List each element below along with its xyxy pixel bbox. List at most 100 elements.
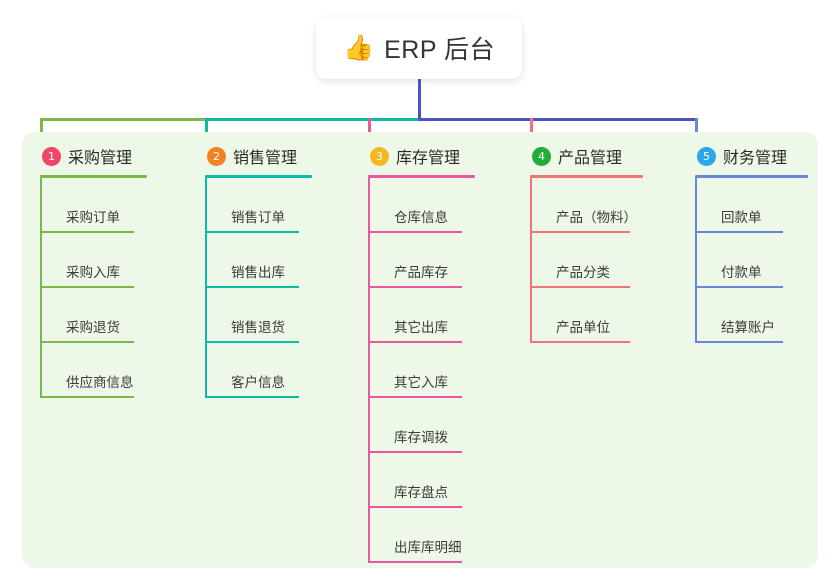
branch-header-1[interactable]: 1 采购管理 [40,144,147,168]
branch-item-label: 付款单 [721,265,762,280]
branches-panel [22,132,818,568]
bus-segment-2 [204,118,421,121]
root-node-card[interactable]: 👍 ERP 后台 [316,17,522,79]
branch-column-2: 2 销售管理销售订单销售出库销售退货客户信息 [205,144,312,398]
branch-item[interactable]: 库存盘点 [368,453,475,508]
branch-spine [40,178,42,398]
branch-spine [530,178,532,343]
branch-item[interactable]: 供应商信息 [40,343,147,398]
branch-item[interactable]: 客户信息 [205,343,312,398]
branch-item-label: 采购订单 [66,210,120,225]
drop-stub-1 [39,118,43,144]
branch-item[interactable]: 付款单 [695,233,808,288]
branch-spine [205,178,207,398]
branch-spine [368,178,370,563]
branch-item[interactable]: 采购入库 [40,233,147,288]
branch-item[interactable]: 销售退货 [205,288,312,343]
branch-item-rule [695,341,783,343]
branch-item-label: 产品单位 [556,320,610,335]
branch-item-label: 仓库信息 [394,210,448,225]
branch-title: 库存管理 [396,150,461,167]
branch-item-rule [368,451,462,453]
branch-item-rule [368,231,462,233]
branch-header-rule [40,175,147,178]
branch-item[interactable]: 产品（物料） [530,178,643,233]
branch-item-label: 产品库存 [394,265,448,280]
branch-item-label: 结算账户 [721,320,775,335]
branch-item-rule [40,286,134,288]
branch-spine [695,178,697,343]
branch-item-rule [205,286,299,288]
branch-item-rule [368,506,462,508]
branch-item[interactable]: 结算账户 [695,288,808,343]
bus-segment-1 [39,118,208,121]
branch-item-label: 产品（物料） [556,210,637,225]
branch-item-list: 回款单付款单结算账户 [695,178,808,343]
branch-header-2[interactable]: 2 销售管理 [205,144,312,168]
branch-item-rule [368,396,462,398]
branch-item[interactable]: 销售出库 [205,233,312,288]
branch-number-badge: 2 [207,146,226,166]
branch-item-list: 仓库信息产品库存其它出库其它入库库存调拨库存盘点出库库明细 [368,178,475,563]
branch-item-rule [205,231,299,233]
branch-item[interactable]: 仓库信息 [368,178,475,233]
branch-header-5[interactable]: 5 财务管理 [695,144,808,168]
branch-item-rule [205,341,299,343]
branch-number-badge: 5 [697,146,716,166]
branch-item-rule [205,396,299,398]
branch-item[interactable]: 出库库明细 [368,508,475,563]
branch-item-label: 销售出库 [231,265,285,280]
branch-item-list: 采购订单采购入库采购退货供应商信息 [40,178,147,398]
branch-item-rule [530,286,630,288]
branch-item[interactable]: 产品分类 [530,233,643,288]
branch-item[interactable]: 产品单位 [530,288,643,343]
branch-item-label: 客户信息 [231,375,285,390]
branch-item[interactable]: 产品库存 [368,233,475,288]
branch-item[interactable]: 库存调拨 [368,398,475,453]
branch-item-rule [368,286,462,288]
branch-number-badge: 1 [42,146,61,166]
branch-item-label: 库存调拨 [394,430,448,445]
branch-item[interactable]: 销售订单 [205,178,312,233]
drop-stub-5 [694,118,698,144]
branch-header-rule [205,175,312,178]
branch-item-rule [368,561,462,563]
drop-stub-2 [204,118,208,144]
root-node-title: ERP 后台 [384,36,496,64]
branch-item-rule [695,231,783,233]
drop-stub-3 [367,118,371,144]
branch-title: 财务管理 [723,150,788,167]
branch-column-1: 1 采购管理采购订单采购入库采购退货供应商信息 [40,144,147,398]
branch-item-list: 产品（物料） 产品分类产品单位 [530,178,643,343]
branch-item-rule [695,286,783,288]
branch-item-rule [530,341,630,343]
branch-item-label: 出库库明细 [394,540,462,555]
branch-item-label: 回款单 [721,210,762,225]
branch-item-list: 销售订单销售出库销售退货客户信息 [205,178,312,398]
branch-title: 产品管理 [558,150,623,167]
branch-header-rule [695,175,808,178]
branch-item-rule [530,231,630,233]
branch-title: 采购管理 [68,150,133,167]
trunk-wire [417,79,421,121]
bus-segment-3 [417,118,698,121]
branch-column-4: 4 产品管理产品（物料） 产品分类产品单位 [530,144,643,343]
branch-item-label: 库存盘点 [394,485,448,500]
drop-stub-4 [529,118,533,144]
branch-header-4[interactable]: 4 产品管理 [530,144,643,168]
branch-item-label: 供应商信息 [66,375,134,390]
branch-item[interactable]: 回款单 [695,178,808,233]
branch-item-label: 产品分类 [556,265,610,280]
branch-item-rule [368,341,462,343]
branch-item-rule [40,341,134,343]
branch-title: 销售管理 [233,150,298,167]
branch-item[interactable]: 采购订单 [40,178,147,233]
branch-item-label: 销售退货 [231,320,285,335]
branch-item[interactable]: 其它入库 [368,343,475,398]
branch-item[interactable]: 采购退货 [40,288,147,343]
thumbs-up-icon: 👍 [342,33,375,62]
branch-item[interactable]: 其它出库 [368,288,475,343]
branch-number-badge: 4 [532,146,551,166]
